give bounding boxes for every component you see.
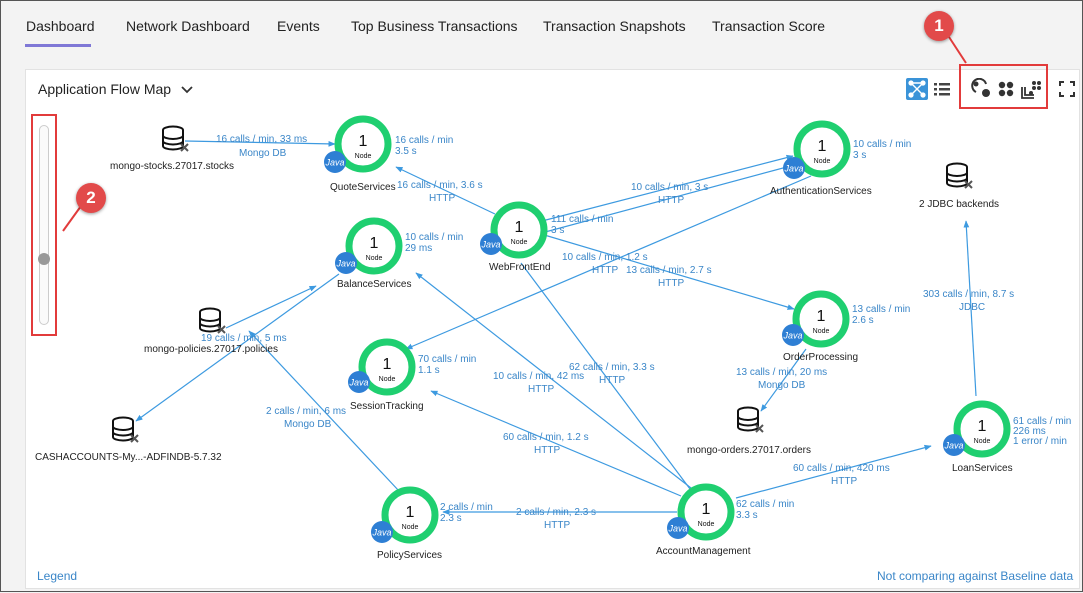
active-tab-indicator xyxy=(25,44,91,47)
callout-badge-2: 2 xyxy=(76,183,106,213)
fit-layout-icon[interactable] xyxy=(1020,78,1042,100)
callout-badge-1: 1 xyxy=(924,11,954,41)
tab-bar: Dashboard Network Dashboard Events Top B… xyxy=(1,1,1082,49)
tab-dashboard[interactable]: Dashboard xyxy=(26,18,95,34)
fullscreen-icon[interactable] xyxy=(1056,78,1078,100)
zoom-slider-thumb[interactable] xyxy=(38,253,50,265)
tab-top-business-transactions[interactable]: Top Business Transactions xyxy=(351,18,518,34)
baseline-link[interactable]: Not comparing against Baseline data xyxy=(877,569,1074,583)
cluster-layout-icon[interactable] xyxy=(995,78,1017,100)
chevron-down-icon xyxy=(181,86,193,94)
zoom-slider-track[interactable] xyxy=(39,125,49,325)
auto-layout-icon[interactable] xyxy=(970,77,992,100)
tab-transaction-snapshots[interactable]: Transaction Snapshots xyxy=(543,18,686,34)
tab-transaction-score[interactable]: Transaction Score xyxy=(712,18,826,34)
tab-network-dashboard[interactable]: Network Dashboard xyxy=(126,18,250,34)
callout-box-layout-tools xyxy=(959,64,1048,109)
graph-view-icon[interactable] xyxy=(906,78,928,100)
tab-events[interactable]: Events xyxy=(277,18,320,34)
flow-map-panel: Application Flow Map Legend Not comparin… xyxy=(25,69,1080,589)
callout-box-zoom-slider xyxy=(31,114,57,336)
legend-link[interactable]: Legend xyxy=(37,569,78,583)
flow-map-title-dropdown[interactable]: Application Flow Map xyxy=(38,81,193,97)
flow-map-title: Application Flow Map xyxy=(38,81,172,97)
list-view-icon[interactable] xyxy=(931,78,953,100)
